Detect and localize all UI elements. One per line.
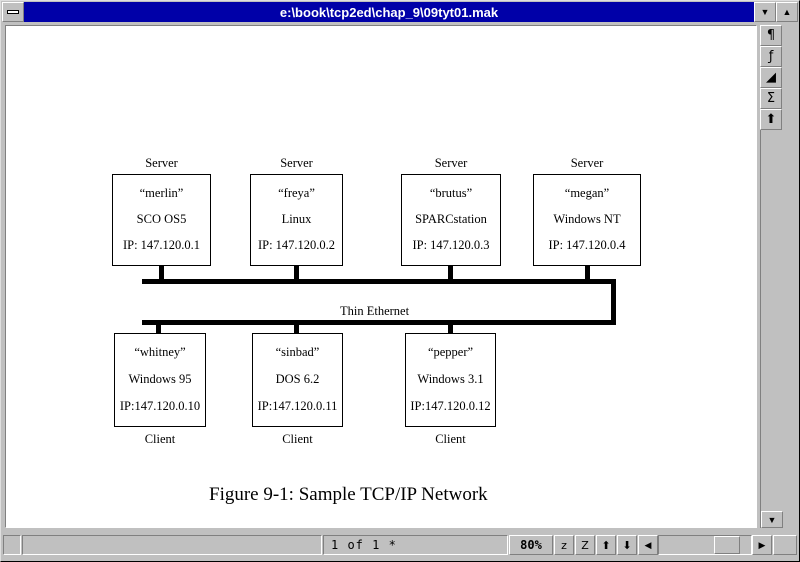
scroll-left-button[interactable]: ◀ [638,535,658,555]
maximize-button[interactable]: ▲ [776,2,798,22]
node-ip: IP: 147.120.0.2 [257,238,336,253]
horizontal-scrollbar-thumb[interactable] [714,536,741,554]
drop-line-brutus [448,266,453,280]
client-role-label-sinbad: Client [282,432,313,446]
node-os: Windows 3.1 [417,372,484,387]
client-node-sinbad[interactable]: “sinbad” DOS 6.2 IP:147.120.0.11 [252,333,343,427]
status-right-pad [773,535,797,555]
scroll-down-button[interactable]: ▼ [761,511,783,528]
node-os: Windows 95 [128,372,192,387]
bus-label: Thin Ethernet [340,304,410,318]
server-role-label-freya: Server [280,156,313,170]
scroll-right-button[interactable]: ▶ [752,535,772,555]
minimize-button[interactable]: ▼ [754,2,776,22]
title-bar: e:\book\tcp2ed\chap_9\09tyt01.mak ▼ ▲ [2,2,798,22]
node-os: SPARCstation [415,212,487,227]
drop-line-freya [294,266,299,280]
page-up-button[interactable]: ⬆ [596,535,616,555]
node-hostname: “sinbad” [275,345,320,360]
server-node-merlin[interactable]: “merlin” SCO OS5 IP: 147.120.0.1 [112,174,211,266]
system-menu-icon [7,10,19,14]
window-title: e:\book\tcp2ed\chap_9\09tyt01.mak [24,2,754,22]
node-ip: IP:147.120.0.11 [257,398,338,413]
drop-line-pepper [448,320,453,334]
node-ip: IP: 147.120.0.1 [122,238,201,253]
vertical-scrollbar[interactable]: ▼ [760,130,783,528]
node-hostname: “megan” [564,186,610,201]
vertical-scrollbar-track[interactable] [761,130,783,511]
paragraph-icon[interactable]: ¶ [760,25,782,46]
server-node-freya[interactable]: “freya” Linux IP: 147.120.0.2 [250,174,343,266]
node-hostname: “freya” [278,186,315,201]
drop-line-megan [585,266,590,280]
node-hostname: “pepper” [427,345,474,360]
up-arrow-icon[interactable]: ⬆ [760,109,782,130]
node-os: Linux [281,212,312,227]
drop-line-sinbad [294,320,299,334]
server-node-brutus[interactable]: “brutus” SPARCstation IP: 147.120.0.3 [401,174,501,266]
client-node-pepper[interactable]: “pepper” Windows 3.1 IP:147.120.0.12 [405,333,496,427]
horizontal-scrollbar-track[interactable] [658,535,752,555]
server-role-label-brutus: Server [434,156,468,170]
server-node-megan[interactable]: “megan” Windows NT IP: 147.120.0.4 [533,174,641,266]
node-ip: IP: 147.120.0.4 [548,238,626,253]
function-icon[interactable]: ƒ [760,46,782,67]
node-os: DOS 6.2 [275,372,320,387]
page-down-button[interactable]: ⬇ [617,535,637,555]
bus-segment-lower [142,320,616,325]
node-hostname: “whitney” [134,345,186,360]
node-ip: IP:147.120.0.10 [119,398,201,413]
node-hostname: “merlin” [139,186,184,201]
document-canvas[interactable]: Server Server Server Server “merlin” SCO… [5,25,757,528]
node-hostname: “brutus” [429,186,473,201]
status-message-area [22,535,322,555]
zoom-level[interactable]: 80% [509,535,553,555]
node-ip: IP:147.120.0.12 [410,398,491,413]
server-role-label-merlin: Server [145,156,178,170]
system-menu-button[interactable] [2,2,24,22]
sigma-icon[interactable]: Σ [760,88,782,109]
node-os: Windows NT [553,212,621,227]
node-ip: IP: 147.120.0.3 [412,238,490,253]
client-node-whitney[interactable]: “whitney” Windows 95 IP:147.120.0.10 [114,333,206,427]
bus-segment-upper [142,279,616,284]
status-left-pad [3,535,21,555]
client-role-label-whitney: Client [144,432,176,446]
server-role-label-megan: Server [570,156,604,170]
client-role-label-pepper: Client [435,432,466,446]
status-bar: 1 of 1 * 80% z Z ⬆ ⬇ ◀ ▶ [3,532,797,558]
figure-caption: Figure 9-1: Sample TCP/IP Network [209,484,488,505]
angle-icon[interactable]: ◢ [760,67,782,88]
drop-line-merlin [159,266,164,280]
drop-line-whitney [156,320,161,334]
network-diagram: Server Server Server Server “merlin” SCO… [6,26,756,527]
zoom-out-button[interactable]: z [554,535,574,555]
bus-segment-right [611,279,616,325]
page-indicator: 1 of 1 * [323,535,508,555]
horizontal-scrollbar[interactable]: ◀ ▶ [638,535,772,555]
zoom-in-button[interactable]: Z [575,535,595,555]
node-os: SCO OS5 [136,212,187,227]
